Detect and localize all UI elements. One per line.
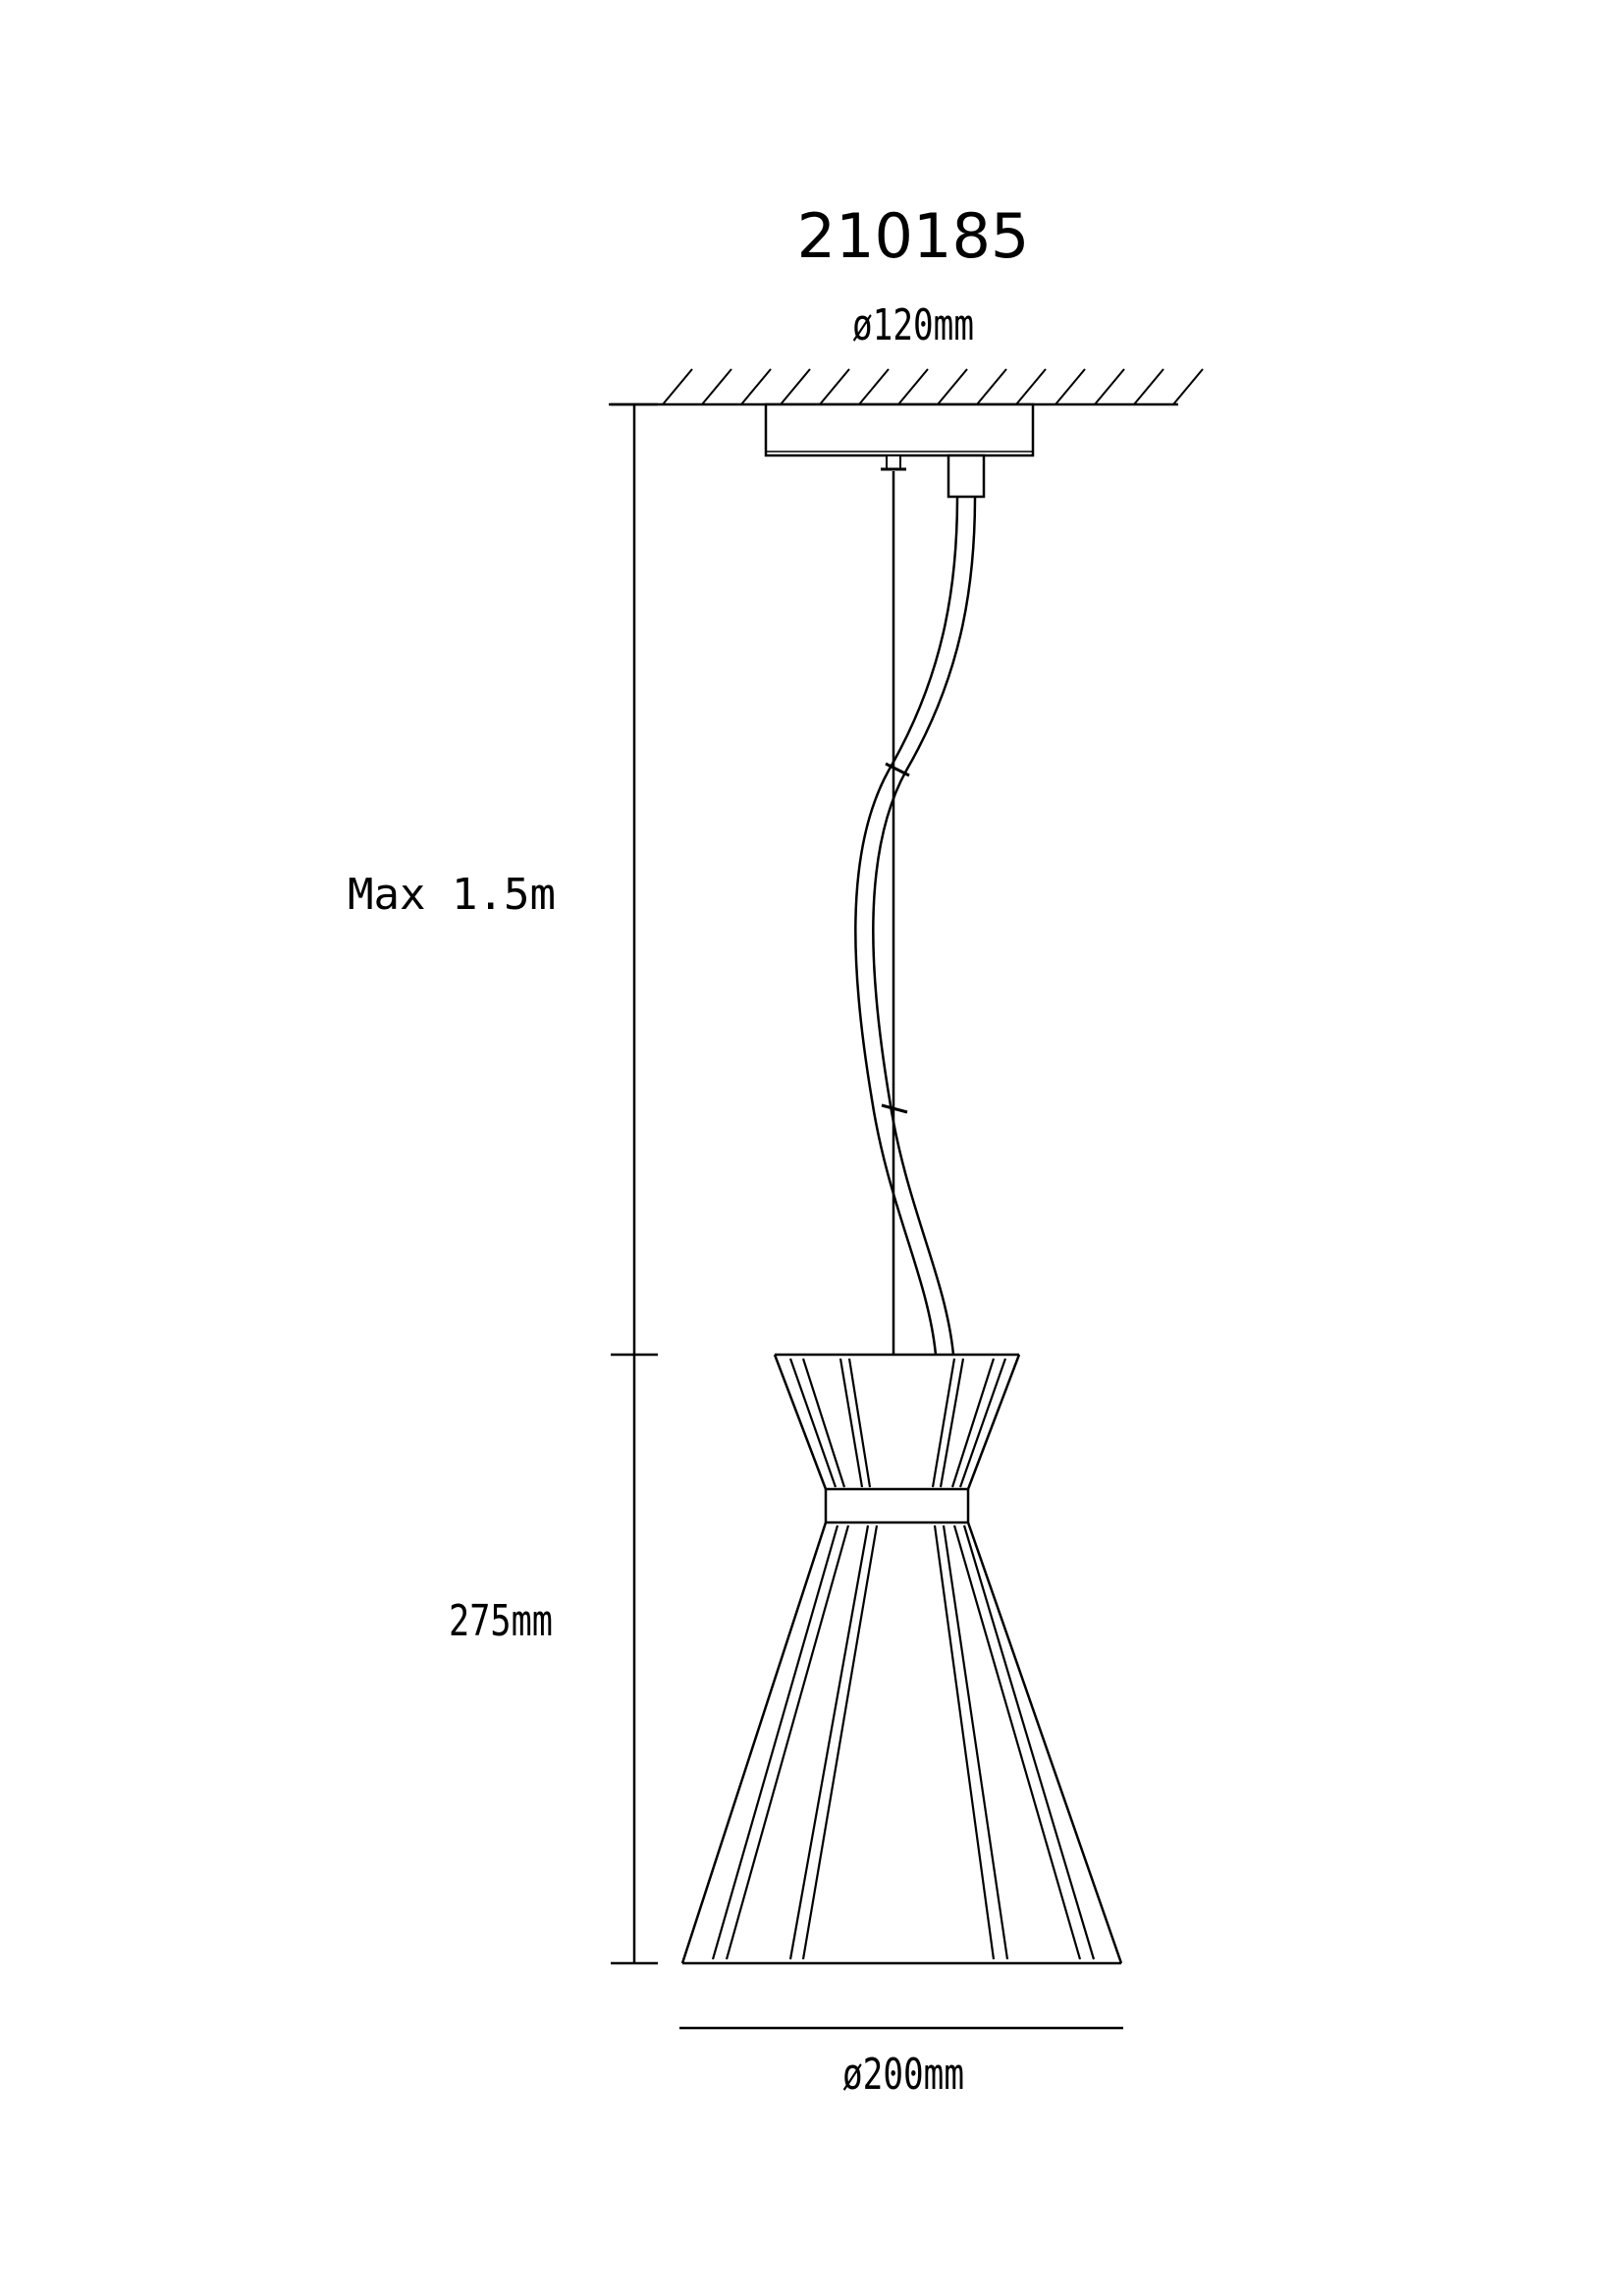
cord-clip-lower — [881, 1103, 908, 1114]
shade-upper-slats — [788, 1358, 1007, 1488]
shade-slat — [950, 1358, 996, 1488]
ceiling-hatch-mark — [701, 368, 732, 405]
ceiling-hatch-mark — [1094, 368, 1125, 405]
shade-slat — [725, 1524, 850, 1960]
shade-slat — [933, 1524, 996, 1960]
ceiling-hatch-mark — [976, 368, 1007, 405]
cable-grip — [886, 454, 901, 470]
shade-slat — [839, 1358, 864, 1488]
shade-slat — [931, 1358, 956, 1488]
shade-upper-right — [966, 1354, 1021, 1490]
shade-lower-left — [680, 1522, 828, 1964]
ceiling-hatch-mark — [740, 368, 772, 405]
canopy — [764, 402, 1035, 499]
ceiling-hatch-mark — [937, 368, 968, 405]
cord-clip-upper — [885, 762, 910, 777]
shade-height-label: 275mm — [449, 1596, 553, 1646]
model-number: 210185 — [796, 200, 1030, 272]
shade-slat — [958, 1358, 1007, 1488]
max-length-label: Max 1.5m — [348, 870, 556, 920]
shade-slat — [942, 1524, 1009, 1960]
shade — [680, 1353, 1123, 1965]
shade-slat — [847, 1358, 872, 1488]
power-cord — [854, 496, 977, 1356]
ceiling-hatch — [662, 368, 1204, 405]
ceiling-hatch-mark — [1015, 368, 1047, 405]
cord-entry — [947, 454, 986, 499]
ceiling-hatch-mark — [662, 368, 693, 405]
shade-slat — [788, 1358, 838, 1488]
ceiling-hatch-mark — [819, 368, 850, 405]
shade-lower-right — [966, 1522, 1123, 1964]
shade-slat — [801, 1358, 846, 1488]
shade-slat — [711, 1524, 839, 1960]
canopy-diameter-label: ø120mm — [852, 300, 974, 350]
ceiling-hatch-mark — [1133, 368, 1164, 405]
ceiling-hatch-mark — [858, 368, 890, 405]
ceiling-hatch-mark — [897, 368, 929, 405]
shade-lower-slats — [711, 1524, 1096, 1960]
power-cord-left-edge — [854, 496, 959, 1356]
shade-band — [824, 1487, 970, 1524]
shade-slat — [962, 1524, 1096, 1960]
power-cord-right-edge — [872, 496, 977, 1356]
vertical-dimension — [611, 402, 658, 1965]
shade-diameter-label: ø200mm — [842, 2050, 964, 2100]
shade-slat — [939, 1358, 965, 1488]
ceiling-hatch-mark — [1172, 368, 1204, 405]
shade-slat — [788, 1524, 870, 1960]
ceiling — [609, 368, 1204, 406]
shade-slat — [801, 1524, 879, 1960]
ceiling-hatch-mark — [1055, 368, 1086, 405]
canopy-body — [764, 402, 1035, 457]
shade-slat — [952, 1524, 1082, 1960]
shade-upper-left — [773, 1354, 828, 1490]
ceiling-hatch-mark — [780, 368, 811, 405]
